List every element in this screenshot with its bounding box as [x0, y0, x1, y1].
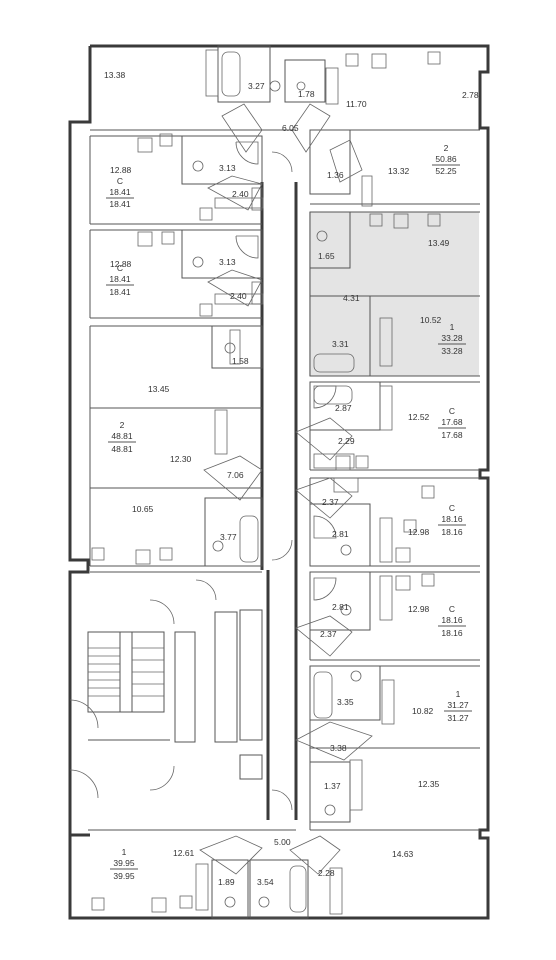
apartment-label: С 18.41 18.41 — [106, 176, 134, 209]
room-area-label: 12.61 — [173, 848, 195, 858]
room-area-label: 14.63 — [392, 849, 414, 859]
svg-text:39.95: 39.95 — [113, 858, 135, 868]
room-area-label: 10.65 — [132, 504, 154, 514]
room-area-label: 2.81 — [332, 602, 349, 612]
outer-walls — [68, 44, 490, 920]
svg-text:С: С — [449, 604, 455, 614]
apartment-label: 2 48.81 48.81 — [108, 420, 136, 454]
room-area-label: 7.06 — [227, 470, 244, 480]
svg-text:31.27: 31.27 — [447, 713, 469, 723]
corridor-walls — [260, 182, 298, 820]
svg-text:17.68: 17.68 — [441, 430, 463, 440]
room-area-label: 1.58 — [232, 356, 249, 366]
svg-text:18.16: 18.16 — [441, 514, 463, 524]
room-area-label: 2.78 — [462, 90, 479, 100]
room-area-label: 2.40 — [230, 291, 247, 301]
room-area-label: 10.52 — [420, 315, 442, 325]
left-dividers — [88, 129, 296, 831]
svg-text:18.16: 18.16 — [441, 615, 463, 625]
room-area-label: 1.78 — [298, 89, 315, 99]
room-area-label: 13.45 — [148, 384, 170, 394]
apartment-label: С 18.41 18.41 — [106, 263, 134, 297]
corridor-doors — [199, 103, 373, 875]
room-area-label: 13.32 — [388, 166, 410, 176]
sanitary-fixtures — [192, 51, 362, 913]
svg-text:52.25: 52.25 — [435, 166, 457, 176]
apartment-label: 1 39.95 39.95 — [110, 847, 138, 881]
svg-text:39.95: 39.95 — [113, 871, 135, 881]
kitchen-fixtures — [135, 53, 417, 913]
room-area-label: 1.37 — [324, 781, 341, 791]
vent-markers — [91, 51, 441, 911]
room-area-labels: 13.38 3.27 1.78 11.70 2.78 6.05 12.88 3.… — [104, 70, 479, 887]
room-area-label: 1.36 — [327, 170, 344, 180]
room-area-label: 1.65 — [318, 251, 335, 261]
apartment-labels: 2 50.86 52.25 С 18.41 18.41 С 18.41 18.4… — [106, 143, 472, 881]
svg-text:С: С — [449, 406, 455, 416]
svg-text:33.28: 33.28 — [441, 346, 463, 356]
room-area-label: 12.98 — [408, 527, 430, 537]
svg-text:18.41: 18.41 — [109, 287, 131, 297]
svg-text:С: С — [449, 503, 455, 513]
room-area-label: 3.13 — [219, 257, 236, 267]
svg-text:С: С — [117, 263, 123, 273]
svg-text:1: 1 — [450, 322, 455, 332]
apartment-label: 1 31.27 31.27 — [444, 689, 472, 723]
room-area-label: 12.98 — [408, 604, 430, 614]
room-area-label: 2.87 — [335, 403, 352, 413]
svg-text:17.68: 17.68 — [441, 417, 463, 427]
room-area-label: 2.28 — [318, 868, 335, 878]
room-area-label: 4.31 — [343, 293, 360, 303]
staircase — [69, 579, 263, 799]
room-area-label: 6.05 — [282, 123, 299, 133]
svg-text:50.86: 50.86 — [435, 154, 457, 164]
room-area-label: 2.37 — [322, 497, 339, 507]
room-area-label: 13.49 — [428, 238, 450, 248]
room-area-label: 2.81 — [332, 529, 349, 539]
room-area-label: 3.27 — [248, 81, 265, 91]
room-area-label: 3.35 — [337, 697, 354, 707]
svg-text:31.27: 31.27 — [447, 700, 469, 710]
room-area-label: 3.77 — [220, 532, 237, 542]
apartment-label: С 17.68 17.68 — [438, 406, 466, 440]
apartment-label: С 18.16 18.16 — [438, 604, 466, 638]
room-area-label: 12.35 — [418, 779, 440, 789]
svg-text:33.28: 33.28 — [441, 333, 463, 343]
room-area-label: 12.88 — [110, 259, 132, 269]
room-area-label: 12.52 — [408, 412, 430, 422]
room-area-label: 2.29 — [338, 436, 355, 446]
room-area-label: 3.38 — [330, 743, 347, 753]
room-area-label: 10.82 — [412, 706, 434, 716]
room-area-label: 13.38 — [104, 70, 126, 80]
room-area-label: 12.30 — [170, 454, 192, 464]
highlighted-apartment — [309, 212, 479, 376]
room-area-label: 5.00 — [274, 837, 291, 847]
room-area-label: 11.70 — [346, 99, 367, 109]
svg-text:48.81: 48.81 — [111, 431, 133, 441]
svg-text:18.41: 18.41 — [109, 187, 131, 197]
room-area-label: 3.54 — [257, 877, 274, 887]
room-area-label: 2.40 — [232, 189, 249, 199]
svg-text:18.16: 18.16 — [441, 527, 463, 537]
svg-text:18.16: 18.16 — [441, 628, 463, 638]
apartment-label: 1 33.28 33.28 — [438, 322, 466, 356]
svg-text:18.41: 18.41 — [109, 199, 131, 209]
svg-text:18.41: 18.41 — [109, 274, 131, 284]
room-area-label: 3.31 — [332, 339, 349, 349]
room-area-label: 3.13 — [219, 163, 236, 173]
svg-text:2: 2 — [120, 420, 125, 430]
svg-text:1: 1 — [456, 689, 461, 699]
room-area-label: 1.89 — [218, 877, 235, 887]
apartment-label: С 18.16 18.16 — [438, 503, 466, 537]
svg-text:48.81: 48.81 — [111, 444, 133, 454]
svg-text:1: 1 — [122, 847, 127, 857]
svg-text:С: С — [117, 176, 123, 186]
room-area-label: 2.37 — [320, 629, 337, 639]
apartment-label: 2 50.86 52.25 — [432, 143, 460, 176]
svg-text:2: 2 — [444, 143, 449, 153]
radiators — [195, 49, 395, 915]
room-area-label: 12.88 — [110, 165, 132, 175]
